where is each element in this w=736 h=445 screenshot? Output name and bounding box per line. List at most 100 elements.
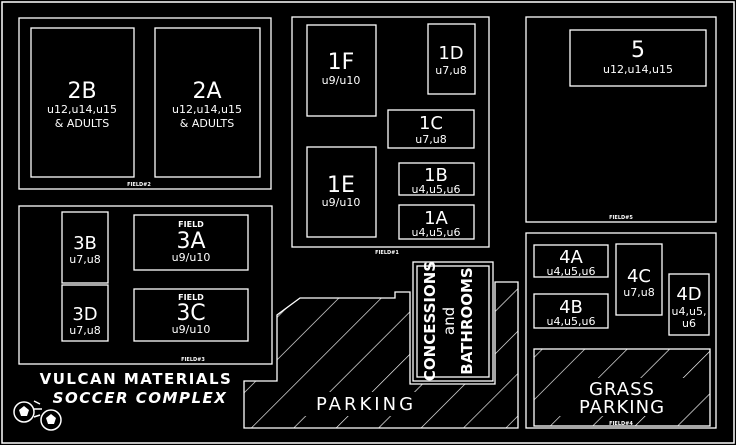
plot-3C[interactable]: FIELD 3C u9/u10 [133, 288, 249, 342]
field-3[interactable]: FIELD#3 3B u7,u8 FIELD 3A u9/u10 3D u7,u… [18, 205, 273, 365]
field-1[interactable]: FIELD#1 1F u9/u10 1D u7,u8 1C u7,u8 1E u… [291, 16, 490, 256]
plot-4B[interactable]: 4B u4,u5,u6 [533, 293, 609, 329]
grass-parking-boundary [533, 348, 711, 427]
plot-4B-name: 4B [559, 297, 583, 318]
plot-4D-ages-line2: u6 [682, 317, 696, 330]
plot-1C[interactable]: 1C u7,u8 [387, 109, 475, 149]
field-5-boundary [525, 16, 717, 223]
plot-4B-boundary [533, 293, 609, 329]
plot-2B[interactable]: 2B u12,u14,u15 & ADULTS [30, 27, 135, 178]
plot-4C-boundary [615, 243, 663, 316]
field-1-boundary [291, 16, 490, 248]
field-1-label: FIELD#1 [375, 250, 399, 256]
main-parking[interactable]: PARKING [243, 281, 519, 429]
plot-4A-boundary [533, 244, 609, 278]
plot-4D[interactable]: 4D u4,u5, u6 [668, 273, 710, 336]
plot-4C-name: 4C [627, 266, 651, 287]
plot-1B-name: 1B [424, 165, 448, 186]
plot-2A[interactable]: 2A u12,u14,u15 & ADULTS [154, 27, 261, 178]
plot-4A[interactable]: 4A u4,u5,u6 [533, 244, 609, 278]
field-2[interactable]: FIELD#2 2B u12,u14,u15 & ADULTS 2A u12,u… [18, 17, 272, 190]
plot-3A-ages: u9/u10 [172, 251, 211, 264]
plot-3A[interactable]: FIELD 3A u9/u10 [133, 214, 249, 271]
concessions-building[interactable]: CONCESSIONS and BATHROOMS [412, 261, 494, 382]
plot-2A-name: 2A [192, 79, 221, 104]
complex-title: VULCAN MATERIALS SOCCER COMPLEX [40, 370, 233, 407]
plot-1A-ages: u4,u5,u6 [412, 226, 461, 239]
main-parking-label-bg [302, 392, 430, 416]
grass-parking-label-bg [560, 378, 684, 416]
plot-4C-ages: u7,u8 [623, 286, 654, 299]
plot-4A-ages: u4,u5,u6 [547, 265, 596, 278]
plot-1E-name: 1E [327, 173, 355, 198]
plot-4A-name: 4A [559, 247, 583, 268]
plot-5-ages: u12,u14,u15 [603, 63, 673, 76]
plot-1E-boundary [306, 146, 377, 238]
plot-1C-name: 1C [419, 113, 443, 134]
plot-1E[interactable]: 1E u9/u10 [306, 146, 377, 238]
plot-1A-boundary [398, 204, 475, 240]
plot-3A-name: 3A [176, 229, 205, 254]
grass-parking-label-2: PARKING [579, 397, 665, 418]
plot-3C-ages: u9/u10 [172, 323, 211, 336]
plot-3C-boundary [133, 288, 249, 342]
field-2-boundary [18, 17, 272, 190]
plot-2A-ages: u12,u14,u15 [172, 103, 242, 116]
plot-1B[interactable]: 1B u4,u5,u6 [398, 162, 475, 196]
plot-3B-boundary [61, 211, 109, 284]
plot-5-boundary [569, 29, 707, 87]
plot-1B-ages: u4,u5,u6 [412, 183, 461, 196]
title-line-1: VULCAN MATERIALS [40, 370, 233, 388]
field-5[interactable]: FIELD#5 5 u12,u14,u15 [525, 16, 717, 223]
plot-1F-boundary [306, 24, 377, 117]
plot-3C-tag: FIELD [178, 293, 204, 302]
main-parking-area [243, 281, 519, 429]
plot-1A[interactable]: 1A u4,u5,u6 [398, 204, 475, 240]
plot-4B-ages: u4,u5,u6 [547, 315, 596, 328]
plot-4D-name: 4D [676, 284, 701, 305]
plot-1C-boundary [387, 109, 475, 149]
field-2-label: FIELD#2 [127, 182, 151, 188]
grass-parking-label-1: GRASS [589, 379, 655, 400]
grass-parking[interactable]: GRASS PARKING [533, 348, 711, 427]
plot-1E-ages: u9/u10 [322, 196, 361, 209]
plot-2B-extra: & ADULTS [55, 117, 109, 130]
field-4-boundary [525, 232, 717, 429]
plot-1C-ages: u7,u8 [415, 133, 446, 146]
plot-1D[interactable]: 1D u7,u8 [427, 23, 476, 95]
plot-3D[interactable]: 3D u7,u8 [61, 284, 109, 342]
plot-3B[interactable]: 3B u7,u8 [61, 211, 109, 284]
plot-3C-name: 3C [176, 301, 205, 326]
plot-4C[interactable]: 4C u7,u8 [615, 243, 663, 316]
plot-5[interactable]: 5 u12,u14,u15 [569, 29, 707, 87]
plot-5-name: 5 [631, 38, 645, 63]
plot-1D-boundary [427, 23, 476, 95]
plot-3A-tag: FIELD [178, 220, 204, 229]
plot-3D-ages: u7,u8 [69, 324, 100, 337]
plot-2A-boundary [154, 27, 261, 178]
title-line-2: SOCCER COMPLEX [53, 389, 228, 407]
field-3-boundary [18, 205, 273, 365]
plot-3B-name: 3B [73, 233, 97, 254]
concessions-label-1: CONCESSIONS [421, 261, 439, 381]
plot-2B-boundary [30, 27, 135, 178]
soccer-ball-icon [13, 400, 62, 431]
plot-4D-ages-line1: u4,u5, [672, 305, 707, 318]
plot-2B-name: 2B [67, 79, 96, 104]
plot-3B-ages: u7,u8 [69, 253, 100, 266]
plot-1D-ages: u7,u8 [435, 64, 466, 77]
field-3-label: FIELD#3 [181, 357, 205, 363]
plot-1D-name: 1D [438, 43, 463, 64]
concessions-label-3: BATHROOMS [458, 267, 476, 374]
concessions-label-2: and [440, 307, 458, 335]
plot-1F-name: 1F [328, 50, 355, 75]
field-4[interactable]: FIELD#4 4A u4,u5,u6 4C u7,u8 4B u4,u5,u6… [525, 232, 717, 429]
main-parking-label: PARKING [316, 394, 416, 415]
plot-1A-name: 1A [424, 208, 448, 229]
plot-1B-boundary [398, 162, 475, 196]
plot-3D-boundary [61, 284, 109, 342]
plot-1F-ages: u9/u10 [322, 74, 361, 87]
plot-1F[interactable]: 1F u9/u10 [306, 24, 377, 117]
